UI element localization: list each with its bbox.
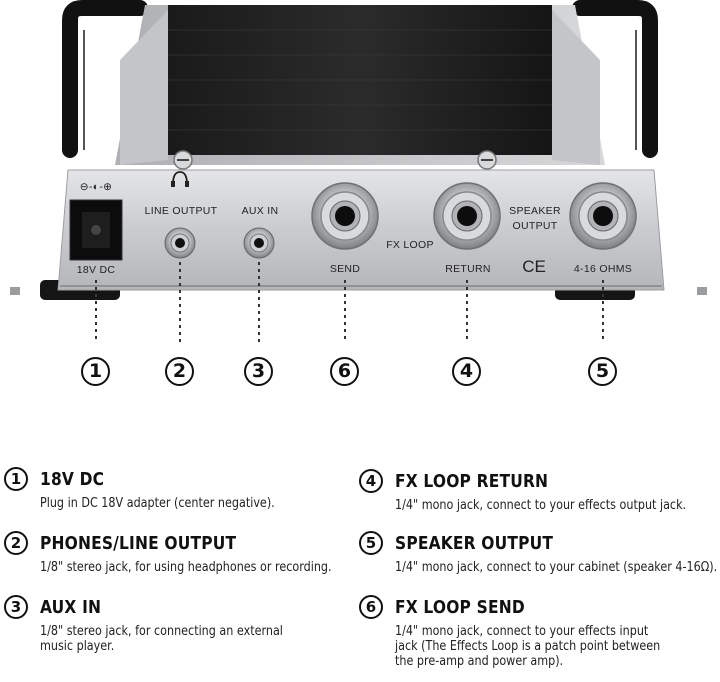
dc-polarity-symbol: ⊖-◐-⊕ — [80, 181, 112, 193]
legend-item-aux-in: 3 AUX IN 1/8" stereo jack, for connectin… — [4, 594, 322, 654]
line-output-jack[interactable] — [164, 227, 196, 259]
legend-title: FX LOOP SEND — [395, 596, 525, 618]
chassis-screw-left — [173, 150, 193, 170]
legend-description: 1/8" stereo jack, for using headphones o… — [40, 560, 332, 575]
legend-item-fx-loop-send: 6 FX LOOP SEND 1/4" mono jack, connect t… — [359, 594, 703, 669]
marker-speaker-output: 5 — [588, 357, 617, 386]
dc-power-jack[interactable] — [69, 199, 123, 261]
return-label: RETURN — [445, 263, 491, 275]
marker-fx-return: 4 — [452, 357, 481, 386]
legend-title: AUX IN — [40, 596, 102, 618]
headphones-icon — [171, 171, 189, 187]
legend-item-speaker-output: 5 SPEAKER OUTPUT 1/4" mono jack, connect… — [359, 530, 720, 575]
legend-title: SPEAKER OUTPUT — [395, 532, 554, 554]
legend-description: 1/8" stereo jack, for connecting an exte… — [40, 624, 283, 654]
legend-description: 1/4" mono jack, connect to your effects … — [395, 498, 687, 513]
legend-number: 4 — [359, 469, 383, 493]
right-handle — [572, 0, 658, 158]
legend-description: 1/4" mono jack, connect to your effects … — [395, 624, 661, 669]
legend-title: 18V DC — [40, 468, 105, 490]
chassis-screw-right — [477, 150, 497, 170]
fx-loop-send-jack[interactable] — [311, 182, 379, 250]
aux-in-label: AUX IN — [242, 205, 279, 217]
legend-number: 6 — [359, 595, 383, 619]
aux-in-jack[interactable] — [243, 227, 275, 259]
legend-number: 5 — [359, 531, 383, 555]
legend-number: 3 — [4, 595, 28, 619]
legend-item-18v-dc: 1 18V DC Plug in DC 18V adapter (center … — [4, 466, 313, 511]
legend-item-fx-loop-return: 4 FX LOOP RETURN 1/4" mono jack, connect… — [359, 468, 720, 513]
speaker-label-line2: OUTPUT — [513, 220, 558, 232]
legend-title: PHONES/LINE OUTPUT — [40, 532, 237, 554]
send-label: SEND — [330, 263, 360, 275]
left-handle — [62, 0, 148, 158]
amp-rear-panel-illustration: ⊖-◐-⊕ 18V DC LINE OUTPUT AUX IN SEND FX … — [10, 0, 707, 342]
leader-lines — [95, 262, 604, 342]
marker-aux-in: 3 — [244, 357, 273, 386]
legend-description: 1/4" mono jack, connect to your cabinet … — [395, 560, 718, 575]
legend-item-phones-line-output: 2 PHONES/LINE OUTPUT 1/8" stereo jack, f… — [4, 530, 379, 575]
legend-number: 2 — [4, 531, 28, 555]
legend-number: 1 — [4, 467, 28, 491]
legend-title: FX LOOP RETURN — [395, 470, 549, 492]
ohms-label: 4-16 OHMS — [574, 263, 632, 275]
speaker-label-line1: SPEAKER — [509, 205, 561, 217]
ce-mark: CE — [522, 257, 546, 276]
marker-line-output: 2 — [165, 357, 194, 386]
legend-description: Plug in DC 18V adapter (center negative)… — [40, 496, 275, 511]
dc-label: 18V DC — [77, 264, 116, 276]
line-output-label: LINE OUTPUT — [145, 205, 218, 217]
speaker-output-jack[interactable] — [569, 182, 637, 250]
fx-loop-return-jack[interactable] — [433, 182, 501, 250]
heatsink-fins — [168, 29, 552, 131]
marker-fx-send: 6 — [330, 357, 359, 386]
marker-18v-dc: 1 — [81, 357, 110, 386]
fx-loop-label: FX LOOP — [386, 239, 434, 251]
